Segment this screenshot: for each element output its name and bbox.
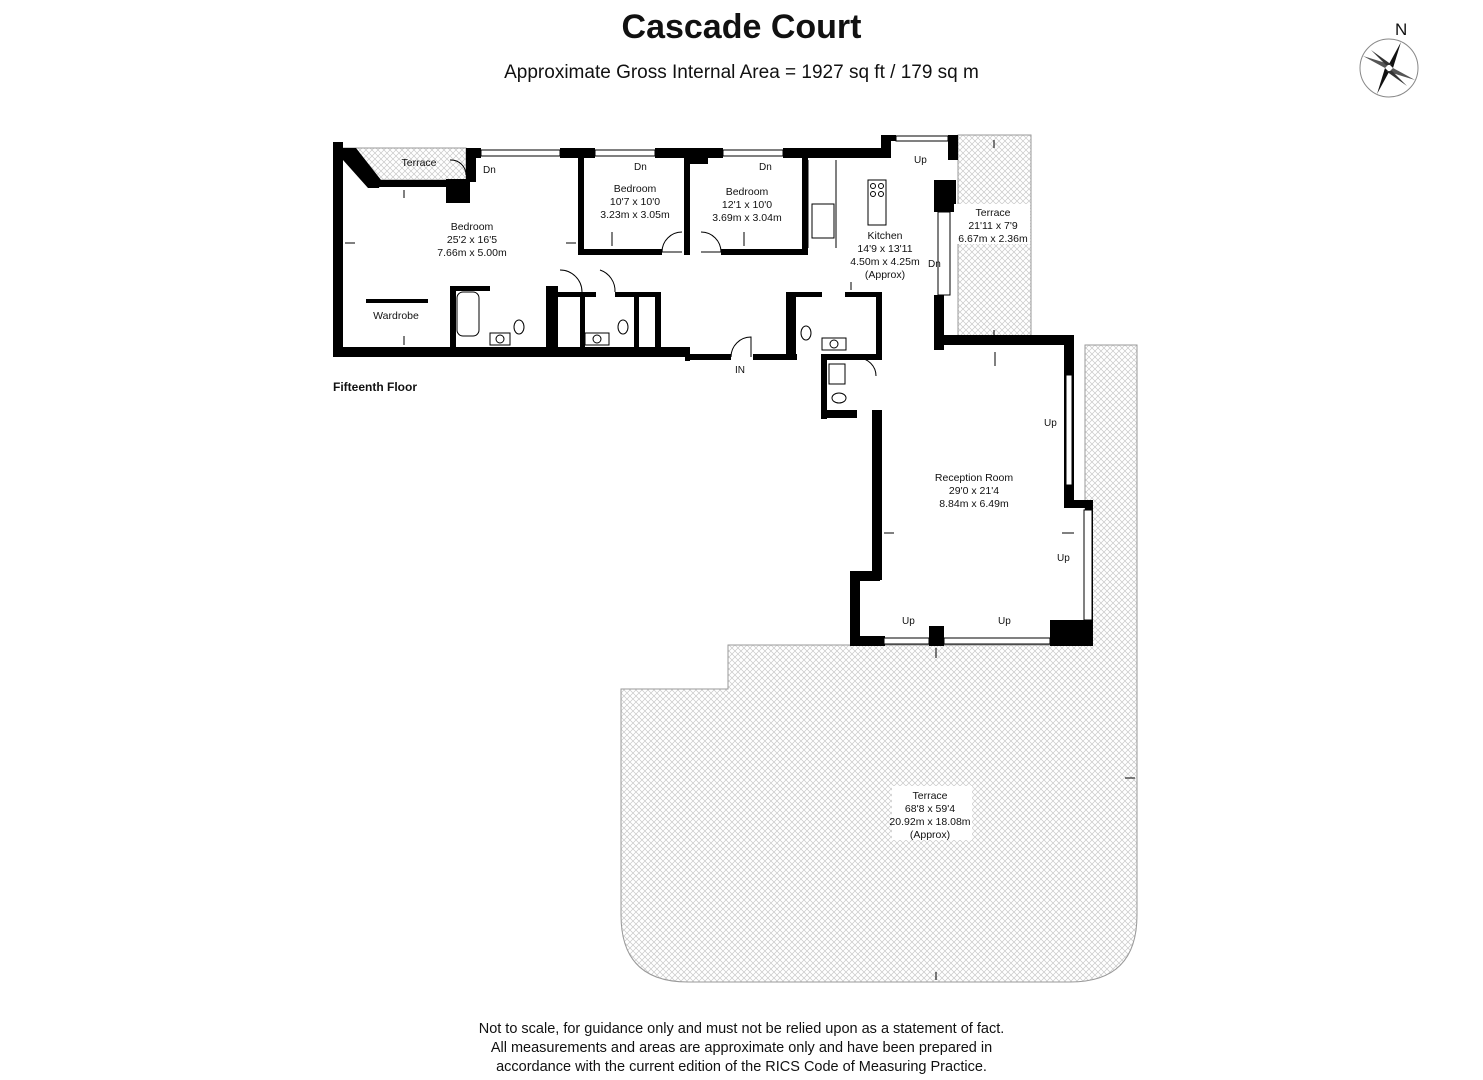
terrace-large-note: (Approx) xyxy=(910,829,950,841)
bedroom-3-metric: 3.69m x 3.04m xyxy=(712,212,782,224)
kitchen-metric: 4.50m x 4.25m xyxy=(850,256,920,268)
wardrobe-name: Wardrobe xyxy=(373,310,419,322)
terrace-large-imperial: 68'8 x 59'4 xyxy=(905,803,955,815)
page-title: Cascade Court xyxy=(621,8,862,46)
door-swings xyxy=(449,159,877,377)
entrance-marker: IN xyxy=(735,365,745,376)
bedroom-3-imperial: 12'1 x 10'0 xyxy=(722,199,772,211)
disclaimer-line-2: All measurements and areas are approxima… xyxy=(490,1040,993,1056)
compass-rose-icon xyxy=(1359,38,1419,98)
dn-marker: Dn xyxy=(928,259,941,270)
terrace-side-name: Terrace xyxy=(975,207,1010,219)
step-markers: Dn Dn Dn Up Dn Up Up Up Up IN xyxy=(483,155,1070,627)
reception-metric: 8.84m x 6.49m xyxy=(939,498,1009,510)
label-backgrounds xyxy=(892,204,1030,840)
bathroom-fixtures xyxy=(456,160,887,404)
terrace-large-area xyxy=(620,344,1138,983)
dimension-markers xyxy=(345,140,1135,980)
dn-marker: Dn xyxy=(634,162,647,173)
terrace-side-metric: 6.67m x 2.36m xyxy=(958,233,1028,245)
up-marker: Up xyxy=(998,616,1011,627)
disclaimer-line-3: accordance with the current edition of t… xyxy=(496,1059,987,1075)
bedroom-3-name: Bedroom xyxy=(726,186,769,198)
gross-area-subtitle: Approximate Gross Internal Area = 1927 s… xyxy=(504,62,979,83)
disclaimer: Not to scale, for guidance only and must… xyxy=(0,1020,1483,1077)
reception-imperial: 29'0 x 21'4 xyxy=(949,485,999,497)
dn-marker: Dn xyxy=(759,162,772,173)
kitchen-note: (Approx) xyxy=(865,269,905,281)
dn-marker: Dn xyxy=(483,165,496,176)
bedroom-2-metric: 3.23m x 3.05m xyxy=(600,209,670,221)
room-labels: Terrace Bedroom 25'2 x 16'5 7.66m x 5.00… xyxy=(373,157,1028,841)
terrace-large-metric: 20.92m x 18.08m xyxy=(889,816,970,828)
bedroom-main-imperial: 25'2 x 16'5 xyxy=(447,234,497,246)
kitchen-name: Kitchen xyxy=(867,230,902,242)
up-marker: Up xyxy=(1044,418,1057,429)
bedroom-2-name: Bedroom xyxy=(614,183,657,195)
up-marker: Up xyxy=(1057,553,1070,564)
bedroom-main-metric: 7.66m x 5.00m xyxy=(437,247,507,259)
up-marker: Up xyxy=(902,616,915,627)
terrace-side-imperial: 21'11 x 7'9 xyxy=(968,220,1018,232)
bedroom-main-name: Bedroom xyxy=(451,221,494,233)
floor-label: Fifteenth Floor xyxy=(333,380,417,394)
disclaimer-line-1: Not to scale, for guidance only and must… xyxy=(478,1021,1005,1037)
windows xyxy=(480,135,1093,645)
up-marker: Up xyxy=(914,155,927,166)
kitchen-imperial: 14'9 x 13'11 xyxy=(857,243,912,255)
bedroom-2-imperial: 10'7 x 10'0 xyxy=(610,196,660,208)
terrace-large-name: Terrace xyxy=(912,790,947,802)
reception-name: Reception Room xyxy=(935,472,1013,484)
terrace-small-name: Terrace xyxy=(401,157,436,169)
compass-north-label: N xyxy=(1395,20,1408,39)
